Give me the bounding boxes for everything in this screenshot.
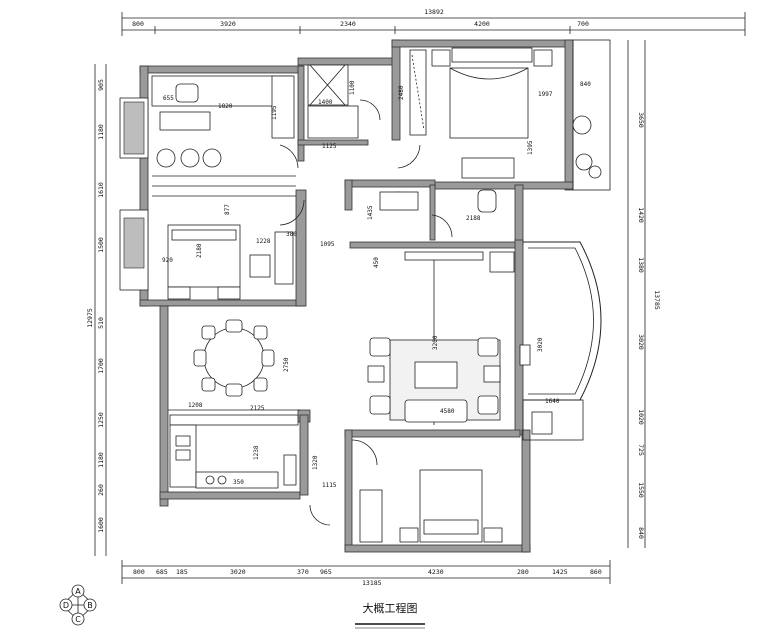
bottom-dim-9: 1425 <box>552 568 568 576</box>
dim-655: 655 <box>163 95 174 102</box>
drawing-title-text: 大概工程图 <box>363 601 418 615</box>
corridor <box>307 64 381 526</box>
compass-label-a: A <box>75 587 81 596</box>
dim-3200: 3200 <box>432 335 439 350</box>
right-dim-3: 1380 <box>637 257 645 273</box>
drawing-title: 大概工程图 <box>355 601 425 629</box>
bottom-dim-5: 370 <box>297 568 309 576</box>
top-dim-2: 3920 <box>220 20 236 28</box>
study-room <box>151 75 299 187</box>
left-dim-5: 510 <box>97 317 105 329</box>
left-dimension-line: 12975 905 1180 1610 1500 510 1700 1250 1… <box>86 64 107 556</box>
walls <box>139 39 611 553</box>
left-dim-8: 1180 <box>97 452 105 468</box>
dim-1095: 1095 <box>320 241 335 248</box>
top-total-dim: 13892 <box>424 8 444 16</box>
dim-3020: 3020 <box>537 337 544 352</box>
left-dim-4: 1500 <box>97 237 105 253</box>
dim-1228: 1228 <box>256 238 271 245</box>
dim-4580: 4580 <box>440 408 455 415</box>
left-dim-1: 905 <box>97 79 105 91</box>
dim-1195: 1195 <box>271 105 278 120</box>
dim-1435: 1435 <box>367 205 374 220</box>
living-room <box>367 251 553 435</box>
dim-2750: 2750 <box>283 357 290 372</box>
middle-bathroom <box>379 189 497 238</box>
right-dim-2: 1420 <box>637 207 645 223</box>
top-dim-3: 2340 <box>340 20 356 28</box>
dim-1400: 1400 <box>318 99 333 106</box>
left-planters <box>119 97 149 291</box>
dim-1640: 1640 <box>545 398 560 405</box>
right-dimension-line: 13785 3650 1420 1380 3020 1020 725 1550 … <box>627 40 661 548</box>
dim-1997: 1997 <box>538 91 553 98</box>
dim-877: 877 <box>224 204 231 215</box>
right-dim-4: 3020 <box>637 334 645 350</box>
dim-920: 920 <box>162 257 173 264</box>
left-total-dim: 12975 <box>86 308 94 328</box>
right-dim-7: 1550 <box>637 482 645 498</box>
dim-840: 840 <box>580 81 591 88</box>
right-dim-1: 3650 <box>637 112 645 128</box>
dim-2480: 2480 <box>398 85 405 100</box>
bottom-dim-1: 800 <box>133 568 145 576</box>
bottom-dimension-line: 800 685 185 3020 370 965 4230 280 1425 8… <box>121 560 611 587</box>
bottom-total-dim: 13185 <box>362 579 382 587</box>
dim-380: 380 <box>286 231 297 238</box>
right-dim-6: 725 <box>637 444 645 456</box>
bottom-dim-4: 3020 <box>230 568 246 576</box>
compass-icon: A D B C <box>59 584 97 626</box>
left-dim-7: 1250 <box>97 412 105 428</box>
right-dim-8: 840 <box>637 527 645 539</box>
left-dim-3: 1610 <box>97 182 105 198</box>
right-dim-5: 1020 <box>637 409 645 425</box>
dim-1208: 1208 <box>188 402 203 409</box>
top-dim-4: 4200 <box>474 20 490 28</box>
kitchen <box>169 414 299 489</box>
dim-1115: 1115 <box>322 482 337 489</box>
bottom-dim-2: 685 <box>156 568 168 576</box>
compass-label-d: D <box>63 601 69 610</box>
bedroom-2 <box>152 195 305 300</box>
top-dim-5: 700 <box>577 20 589 28</box>
master-bedroom <box>397 47 553 179</box>
dining-area <box>168 319 300 411</box>
dim-2125: 2125 <box>250 405 265 412</box>
bottom-dim-10: 860 <box>590 568 602 576</box>
bottom-dim-8: 280 <box>517 568 529 576</box>
left-dim-9: 260 <box>97 484 105 496</box>
compass-label-b: B <box>87 601 93 610</box>
left-dim-10: 1600 <box>97 517 105 533</box>
top-balcony <box>572 115 602 179</box>
compass-label-c: C <box>75 615 81 624</box>
top-dim-1: 800 <box>132 20 144 28</box>
bottom-dim-3: 185 <box>176 568 188 576</box>
left-dim-2: 1180 <box>97 124 105 140</box>
dim-450: 450 <box>373 257 380 268</box>
dim-1320: 1320 <box>312 455 319 470</box>
dim-1238: 1238 <box>253 445 260 460</box>
right-total-dim: 13785 <box>653 290 661 310</box>
dim-1820: 1820 <box>218 103 233 110</box>
inner-dimensions: 655 1820 1195 1100 1400 2480 1997 1395 8… <box>162 80 591 489</box>
dim-350: 350 <box>233 479 244 486</box>
bottom-dim-6: 965 <box>320 568 332 576</box>
top-dimension-line: 13892 800 3920 2340 4200 700 <box>121 8 746 36</box>
dim-2188: 2188 <box>466 215 481 222</box>
bottom-bedroom <box>351 439 503 543</box>
dim-1125: 1125 <box>322 143 337 150</box>
dim-1395: 1395 <box>527 140 534 155</box>
left-dim-6: 1700 <box>97 358 105 374</box>
bottom-dim-7: 4230 <box>428 568 444 576</box>
dim-2180: 2180 <box>196 243 203 258</box>
dim-1100: 1100 <box>349 80 356 95</box>
